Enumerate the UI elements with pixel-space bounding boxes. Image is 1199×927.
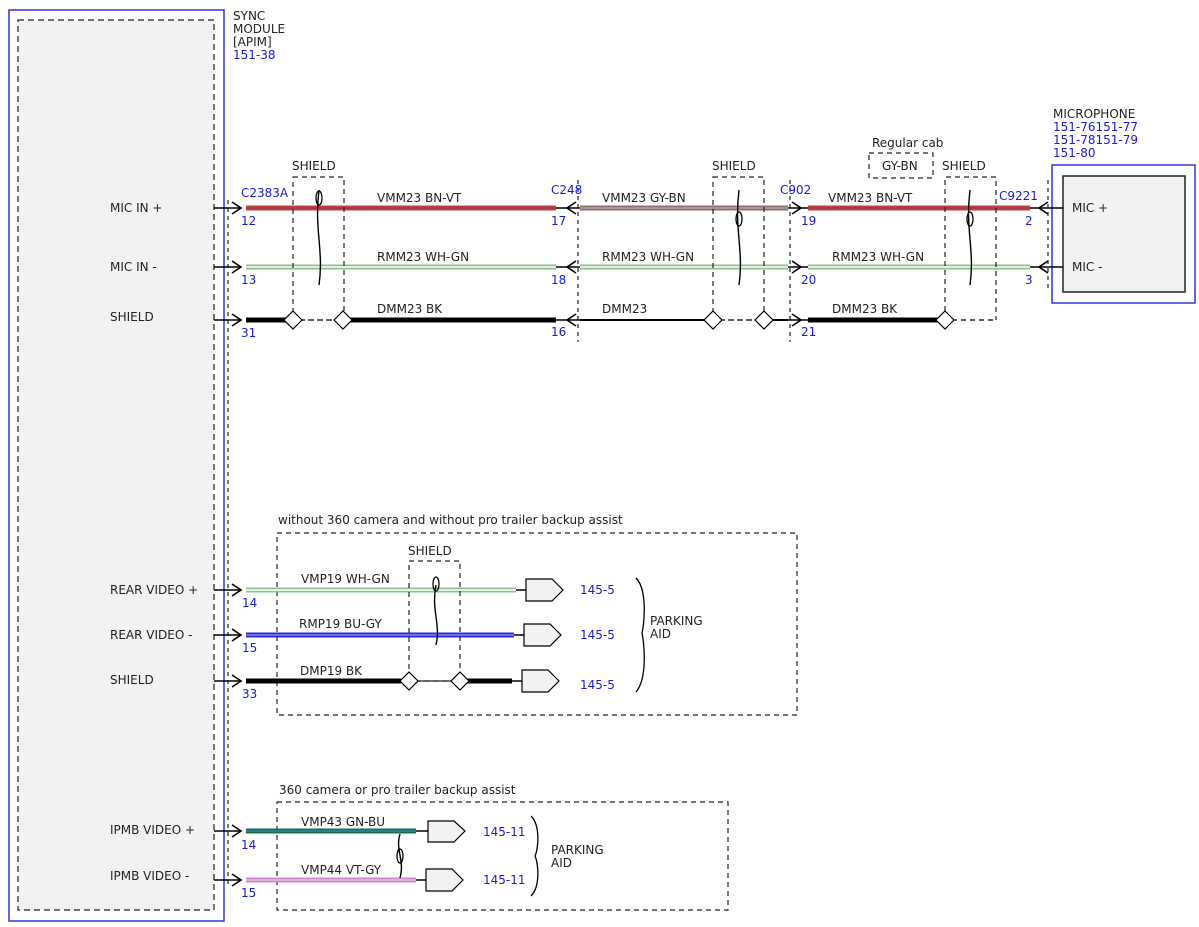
wire-label-rear-plus: VMP19 WH-GN bbox=[301, 572, 390, 586]
shield-2 bbox=[703, 176, 774, 330]
wire-label-seg2-minus: RMM23 WH-GN bbox=[602, 250, 694, 264]
connector-c2383a[interactable]: C2383A bbox=[241, 186, 289, 200]
ipmb-pin-15: 15 bbox=[241, 886, 256, 900]
ipmb-twist-loop bbox=[396, 848, 404, 864]
shield-label-3: SHIELD bbox=[942, 159, 986, 173]
pin-31: 31 bbox=[241, 326, 256, 340]
sync-module-title-3: [APIM] bbox=[233, 35, 272, 49]
rear-connector-plug-1 bbox=[525, 578, 564, 602]
connector-c9221[interactable]: C9221 bbox=[999, 189, 1038, 203]
wire-label-seg1-plus: VMM23 BN-VT bbox=[377, 191, 462, 205]
rear-pin-33: 33 bbox=[242, 687, 257, 701]
rear-connector-plug-3 bbox=[521, 669, 560, 693]
pin-13: 13 bbox=[241, 273, 256, 287]
microphone-component[interactable] bbox=[1051, 164, 1196, 304]
pin-12: 12 bbox=[241, 214, 256, 228]
microphone-ref-link-1[interactable]: 151-76151-77 bbox=[1053, 120, 1138, 134]
shield-3 bbox=[935, 176, 997, 330]
shield-label-4: SHIELD bbox=[408, 544, 452, 558]
sync-module-title-2: MODULE bbox=[233, 22, 285, 36]
rear-group-caption: without 360 camera and without pro trail… bbox=[278, 513, 623, 527]
wire-label-seg1-minus: RMM23 WH-GN bbox=[377, 250, 469, 264]
shield-4 bbox=[399, 560, 470, 691]
pin-20: 20 bbox=[801, 273, 816, 287]
rear-dest-line-1: PARKING bbox=[650, 614, 703, 628]
ipmb-connector-plug-2 bbox=[425, 868, 464, 892]
signal-shield-mid: SHIELD bbox=[110, 673, 154, 687]
ipmb-brace bbox=[530, 815, 539, 897]
wire-label-ipmb-minus: VMP44 VT-GY bbox=[301, 863, 382, 877]
pin-21: 21 bbox=[801, 325, 816, 339]
wire-label-rear-minus: RMP19 BU-GY bbox=[299, 617, 382, 631]
rear-ref-link-2[interactable]: 145-5 bbox=[580, 628, 615, 642]
wire-label-ipmb-plus: VMP43 GN-BU bbox=[301, 815, 385, 829]
pin-16: 16 bbox=[551, 325, 566, 339]
ipmb-dest-line-1: PARKING bbox=[551, 843, 604, 857]
mic-minus-label: MIC - bbox=[1072, 260, 1102, 274]
wire-label-seg1-drain: DMM23 BK bbox=[377, 302, 443, 316]
rear-ref-link-1[interactable]: 145-5 bbox=[580, 583, 615, 597]
wire-label-seg3-plus: VMM23 BN-VT bbox=[828, 191, 913, 205]
ipmb-ref-link-2[interactable]: 145-11 bbox=[483, 873, 526, 887]
pin-2: 2 bbox=[1025, 214, 1033, 228]
signal-mic-in-plus: MIC IN + bbox=[110, 201, 162, 215]
ipmb-ref-link-1[interactable]: 145-11 bbox=[483, 825, 526, 839]
regular-cab-color: GY-BN bbox=[882, 159, 918, 173]
connector-c248[interactable]: C248 bbox=[551, 183, 582, 197]
ipmb-dest-line-2: AID bbox=[551, 856, 572, 870]
wire-label-rear-drain: DMP19 BK bbox=[300, 664, 363, 678]
signal-mic-in-minus: MIC IN - bbox=[110, 260, 157, 274]
microphone-title: MICROPHONE bbox=[1053, 107, 1135, 121]
rear-pin-15: 15 bbox=[242, 641, 257, 655]
microphone-ref-link-2[interactable]: 151-78151-79 bbox=[1053, 133, 1138, 147]
wire-label-seg2-plus: VMM23 GY-BN bbox=[602, 191, 686, 205]
signal-rear-video-plus: REAR VIDEO + bbox=[110, 583, 198, 597]
ipmb-group-caption: 360 camera or pro trailer backup assist bbox=[279, 783, 516, 797]
ipmb-twist bbox=[397, 833, 403, 879]
sync-module-ref-link[interactable]: 151-38 bbox=[233, 48, 276, 62]
rear-connector-plug-2 bbox=[523, 623, 562, 647]
microphone-ref-link-3[interactable]: 151-80 bbox=[1053, 146, 1096, 160]
rear-dest-line-2: AID bbox=[650, 627, 671, 641]
signal-rear-video-minus: REAR VIDEO - bbox=[110, 628, 192, 642]
pin-17: 17 bbox=[551, 214, 566, 228]
signal-shield-top: SHIELD bbox=[110, 310, 154, 324]
shield-label-1: SHIELD bbox=[292, 159, 336, 173]
regular-cab-label: Regular cab bbox=[872, 136, 943, 150]
pin-3: 3 bbox=[1025, 273, 1033, 287]
pin-19: 19 bbox=[801, 214, 816, 228]
connector-c902[interactable]: C902 bbox=[780, 183, 811, 197]
wire-label-seg3-minus: RMM23 WH-GN bbox=[832, 250, 924, 264]
rear-brace bbox=[635, 577, 645, 693]
signal-ipmb-video-plus: IPMB VIDEO + bbox=[110, 823, 195, 837]
sync-module[interactable] bbox=[8, 9, 225, 922]
shield-1 bbox=[283, 176, 353, 330]
rear-pin-14: 14 bbox=[242, 596, 257, 610]
pin-18: 18 bbox=[551, 273, 566, 287]
mic-plus-label: MIC + bbox=[1072, 201, 1108, 215]
rear-ref-link-3[interactable]: 145-5 bbox=[580, 678, 615, 692]
ipmb-group-box bbox=[276, 801, 729, 911]
wire-label-seg3-drain: DMM23 BK bbox=[832, 302, 898, 316]
regular-cab-box bbox=[868, 152, 934, 179]
sync-module-title-1: SYNC bbox=[233, 9, 265, 23]
wire-label-seg2-drain: DMM23 bbox=[602, 302, 647, 316]
signal-ipmb-video-minus: IPMB VIDEO - bbox=[110, 869, 189, 883]
shield-label-2: SHIELD bbox=[712, 159, 756, 173]
ipmb-connector-plug-1 bbox=[427, 820, 466, 843]
ipmb-pin-14: 14 bbox=[241, 838, 256, 852]
